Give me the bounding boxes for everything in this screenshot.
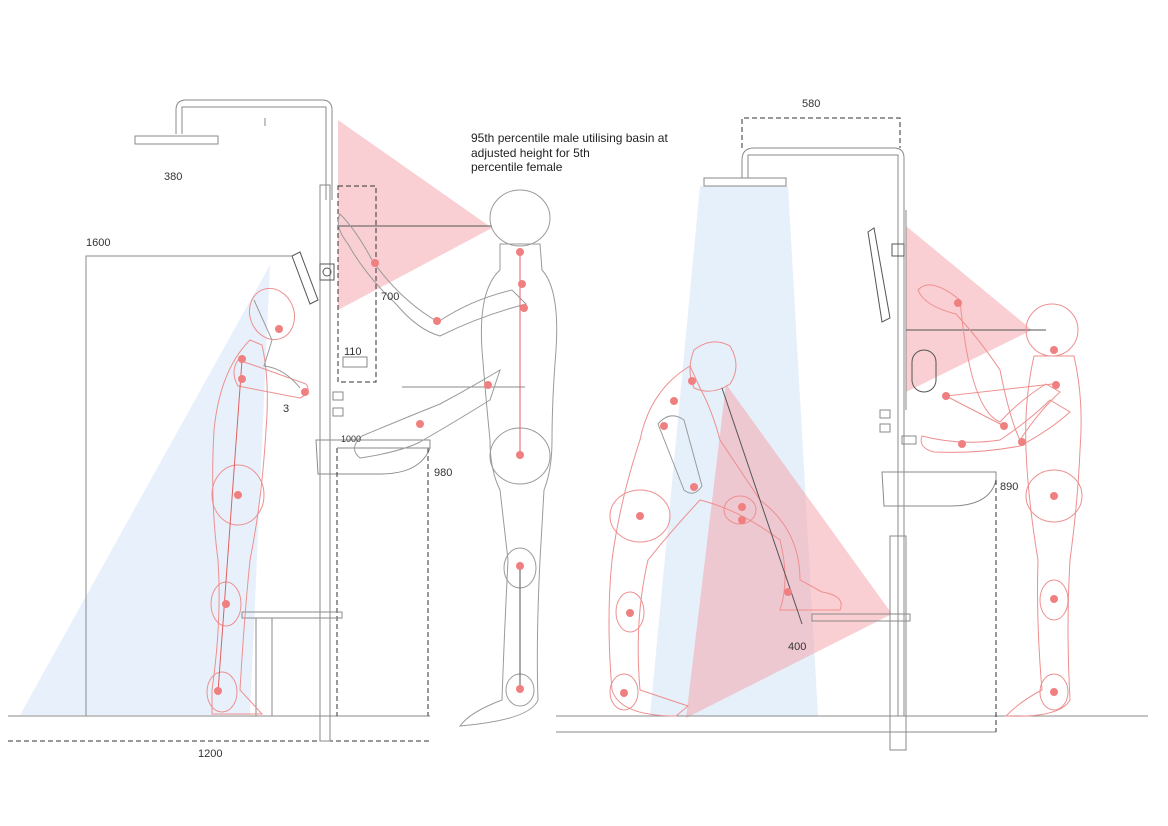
handheld-shower-right [867, 227, 891, 323]
wall-right [889, 535, 907, 751]
control-knob-left [319, 263, 335, 281]
mirror-right [911, 349, 937, 393]
dim-reach-distance: 700 [381, 291, 399, 303]
dim-shower-head-width: 380 [164, 171, 182, 183]
caption-line-2: adjusted height for 5th [471, 146, 590, 160]
figure-standing-left [337, 189, 558, 727]
dim-control-offset: 110 [344, 346, 362, 358]
shower-head-right [703, 177, 787, 187]
dim-frame-580 [741, 117, 901, 148]
dim-reach-height: 1600 [86, 237, 110, 249]
caption-line-1: 95th percentile male utilising basin at [471, 131, 668, 145]
dim-basin-height-left: 980 [434, 467, 452, 479]
figure-seated-right [608, 341, 842, 717]
reach-cone-seated [686, 384, 892, 718]
dim-seat-height: 400 [788, 641, 806, 653]
handheld-shower-left [291, 251, 319, 305]
left-scene: 380 1600 700 110 3 1000 980 1200 95th pe… [8, 99, 668, 760]
dim-basin-height-right: 890 [1000, 481, 1018, 493]
right-scene: 580 400 890 [556, 98, 1148, 751]
shower-riser-inner-left [181, 106, 327, 200]
dim-basin-rim: 1000 [341, 434, 361, 444]
reach-height-frame [85, 255, 292, 716]
figure-leaning-left [206, 287, 309, 715]
dim-control-small: 3 [283, 403, 289, 415]
figure-standing-right [917, 284, 1083, 717]
dim-floor-width: 1200 [198, 748, 222, 760]
caption-line-3: percentile female [471, 160, 563, 174]
reach-cone-right [906, 226, 1032, 392]
shower-riser-right [741, 147, 905, 716]
wall-left [319, 184, 331, 742]
shower-head-left [134, 135, 219, 145]
sight-cone-left [20, 265, 270, 715]
reach-cone-left [338, 120, 492, 310]
bench-left [241, 611, 343, 619]
dim-shower-arm-right: 580 [802, 98, 820, 110]
basin-right [881, 471, 997, 507]
bench-right [811, 613, 911, 622]
shower-riser-left [175, 99, 333, 200]
